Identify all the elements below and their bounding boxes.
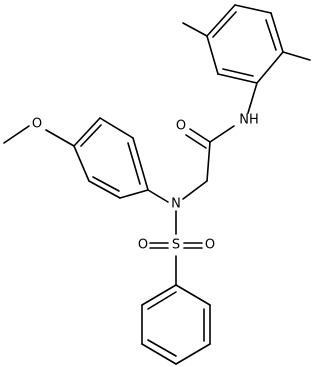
ring-to-nh-bond	[247, 82, 258, 114]
n-to-anisyl-bond	[147, 189, 169, 203]
ring-to-ether-o-bond	[45, 129, 75, 147]
sulfonyl-o-right-label: O	[205, 238, 215, 253]
sulfonamide-n-label: N	[171, 197, 181, 212]
carbonyl-double-bond-a	[189, 128, 211, 143]
ether-o-label: O	[32, 117, 42, 132]
methyl-bond-right	[282, 51, 311, 61]
nh-to-carbonyl-bond	[209, 125, 235, 143]
phenyl-ring	[141, 284, 211, 365]
amide-nh-label: NH	[239, 113, 259, 128]
ch2-to-n-bond	[182, 180, 208, 200]
sulfonyl-o-left-label: O	[138, 238, 148, 253]
sulfur-label: S	[172, 238, 180, 253]
methyl-bond-top	[182, 22, 208, 37]
carbonyl-to-ch2-bond	[206, 141, 211, 182]
ether-o-to-methyl-bond	[3, 125, 30, 144]
carbonyl-o-label: O	[176, 119, 186, 134]
methoxyphenyl-ring	[73, 117, 149, 199]
dimethylphenyl-ring	[206, 4, 284, 84]
carbonyl-double-bond-b	[185, 134, 207, 149]
